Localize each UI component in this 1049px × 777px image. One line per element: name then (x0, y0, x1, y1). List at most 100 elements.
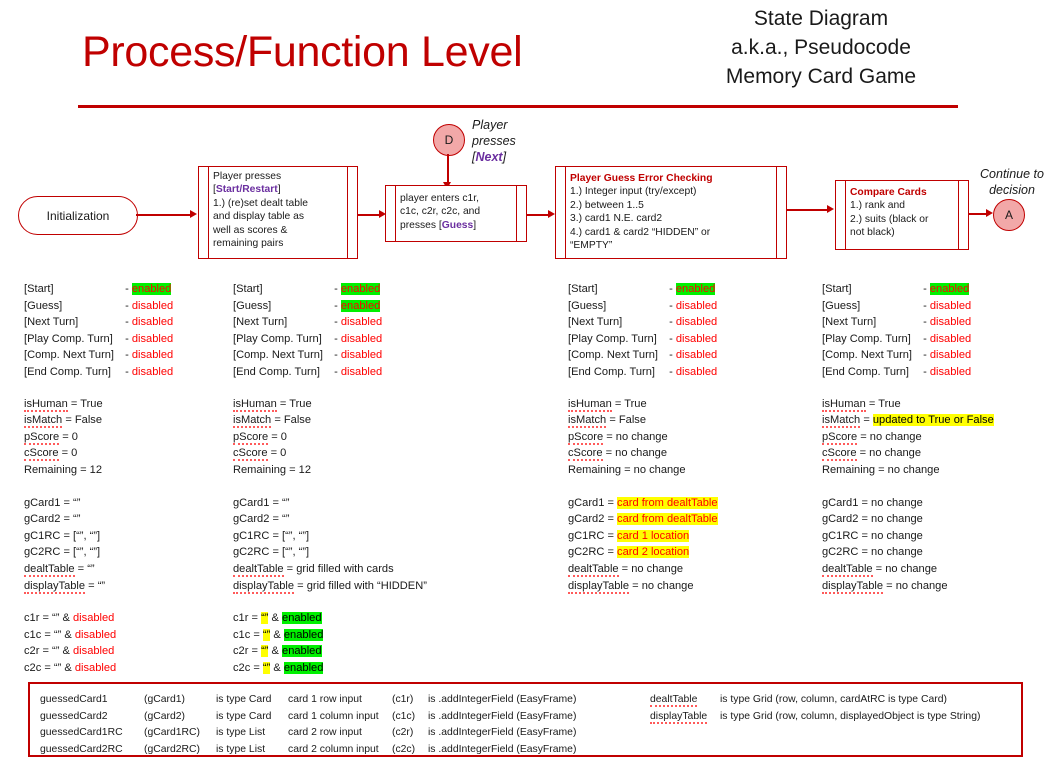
button-state-row: [Guess] - disabled (568, 298, 718, 315)
variable-state-row: pScore = no change (568, 429, 718, 446)
variable-name: Remaining (24, 463, 78, 476)
arrowhead-init-to-start (190, 210, 197, 218)
legend-cell: (gCard1) (144, 694, 185, 705)
variable-state-row: isHuman = True (822, 396, 994, 413)
proc-line: 1.) rank and (850, 200, 905, 212)
card-state-block: gCard1 = “”gCard2 = “”gC1RC = [“”, “”]gC… (24, 495, 173, 595)
button-state-value: disabled (131, 365, 174, 378)
legend-cell: (c2c) (392, 743, 416, 755)
button-state-row: [Next Turn] - disabled (24, 314, 173, 331)
button-state-block: [Start] - enabled[Guess] - disabled[Next… (822, 281, 994, 381)
card-variable-name: gC2RC (822, 546, 859, 559)
input-field-equals: = (253, 628, 263, 641)
error-checking-process-text: Player Guess Error Checking 1.) Integer … (570, 172, 772, 252)
button-state-value: disabled (929, 332, 972, 345)
initialization-terminator: Initialization (18, 196, 138, 235)
input-field-enabled-state: disabled (74, 628, 117, 641)
card-value: = [“”, “”] (269, 546, 310, 559)
card-value: = no change (858, 513, 923, 526)
card-state-row: dealtTable = grid filled with cards (233, 561, 427, 578)
card-state-row: gC1RC = [“”, “”] (233, 528, 427, 545)
variable-name: Remaining (233, 463, 287, 476)
input-field-equals: = “” & (42, 645, 74, 658)
card-state-block: gCard1 = “”gCard2 = “”gC1RC = [“”, “”]gC… (233, 495, 427, 595)
variable-name: isMatch (24, 414, 63, 429)
card-state-row: gC1RC = [“”, “”] (24, 528, 173, 545)
input-field-state-row: c2r = “” & enabled (233, 643, 427, 660)
start-restart-process-text: Player presses [Start/Restart] 1.) (re)s… (213, 170, 343, 250)
card-value: = “” (85, 579, 106, 592)
variable-name: pScore (822, 430, 858, 445)
input-field-name: c1c (24, 628, 45, 641)
button-state-value: disabled (675, 349, 718, 362)
button-state-value: disabled (131, 316, 174, 329)
variable-name: isHuman (233, 397, 277, 412)
variable-value: = 12 (286, 463, 312, 476)
button-state-row: [Comp. Next Turn] - disabled (233, 347, 427, 364)
button-state-separator: - (331, 332, 341, 345)
card-value: = “” (269, 496, 290, 509)
input-field-value-highlighted: “” (262, 661, 271, 674)
variable-value: = True (865, 397, 901, 410)
input-field-state-row: c2r = “” & disabled (24, 643, 173, 660)
button-state-label: [Start] (568, 283, 598, 295)
variable-value: = no change (857, 430, 922, 443)
input-field-enabled-state: enabled (282, 645, 322, 658)
input-field-value-highlighted: “” (261, 612, 269, 625)
legend-cell: guessedCard2 (40, 710, 108, 722)
legend-cell: (gCard2RC) (144, 743, 201, 755)
card-variable-name: displayTable (24, 579, 86, 594)
button-state-separator: - (920, 283, 930, 295)
card-state-row: gCard1 = “” (233, 495, 427, 512)
card-value-highlighted: card 2 location (617, 546, 690, 559)
button-state-row: [End Comp. Turn] - disabled (233, 364, 427, 381)
button-state-row: [Guess] - disabled (24, 298, 173, 315)
card-value: = no change (858, 496, 923, 509)
button-state-separator: - (666, 365, 676, 378)
button-state-row: [End Comp. Turn] - disabled (568, 364, 718, 381)
input-field-equals: = (253, 661, 263, 674)
variable-state-row: isHuman = True (233, 396, 427, 413)
variable-value: = no change (621, 463, 686, 476)
card-state-row: gC2RC = card 2 location (568, 544, 718, 561)
button-state-separator: - (331, 299, 341, 312)
card-state-row: gCard1 = “” (24, 495, 173, 512)
button-state-label: [End Comp. Turn] (233, 365, 320, 378)
legend-row: guessedCard1(gCard1)is type Card (40, 692, 271, 709)
button-state-separator: - (920, 365, 930, 378)
header-subtitle: State Diagram a.k.a., Pseudocode Memory … (611, 4, 1031, 91)
input-field-equals: = (251, 612, 262, 625)
card-value: = [“”, “”] (60, 546, 101, 559)
arrowhead-start-to-input (379, 210, 386, 218)
arrow-input-to-error (527, 214, 550, 216)
compare-cards-process-box: Compare Cards 1.) rank and 2.) suits (bl… (835, 180, 969, 250)
note-line-3: [Next] (472, 150, 507, 164)
button-state-label: [Next Turn] (568, 316, 623, 329)
button-state-value: enabled (340, 299, 381, 312)
input-field-enabled-state: enabled (283, 661, 324, 674)
variable-name: isHuman (568, 397, 612, 412)
proc-line: remaining pairs (213, 238, 284, 250)
button-state-value: enabled (929, 283, 970, 295)
page-title: Process/Function Level (82, 28, 523, 76)
note-line-2: presses (472, 134, 516, 148)
state-column-compare-cards: [Start] - enabled[Guess] - disabled[Next… (822, 281, 994, 594)
button-state-label: [Next Turn] (24, 316, 79, 329)
variable-state-row: cScore = no change (568, 445, 718, 462)
button-state-separator: - (920, 332, 930, 345)
button-state-label: [Play Comp. Turn] (822, 332, 911, 345)
card-value: = grid filled with cards (283, 562, 394, 575)
button-state-separator: - (920, 316, 930, 329)
button-state-value: disabled (131, 299, 174, 312)
button-state-separator: - (122, 316, 132, 329)
card-state-row: gCard2 = card from dealtTable (568, 511, 718, 528)
button-state-label: [Play Comp. Turn] (233, 332, 322, 345)
title-divider (78, 105, 958, 108)
card-variable-name: dealtTable (822, 562, 873, 577)
card-variable-name: gCard1 (233, 496, 270, 509)
variable-state-row: cScore = 0 (233, 445, 427, 462)
button-state-row: [Comp. Next Turn] - disabled (568, 347, 718, 364)
